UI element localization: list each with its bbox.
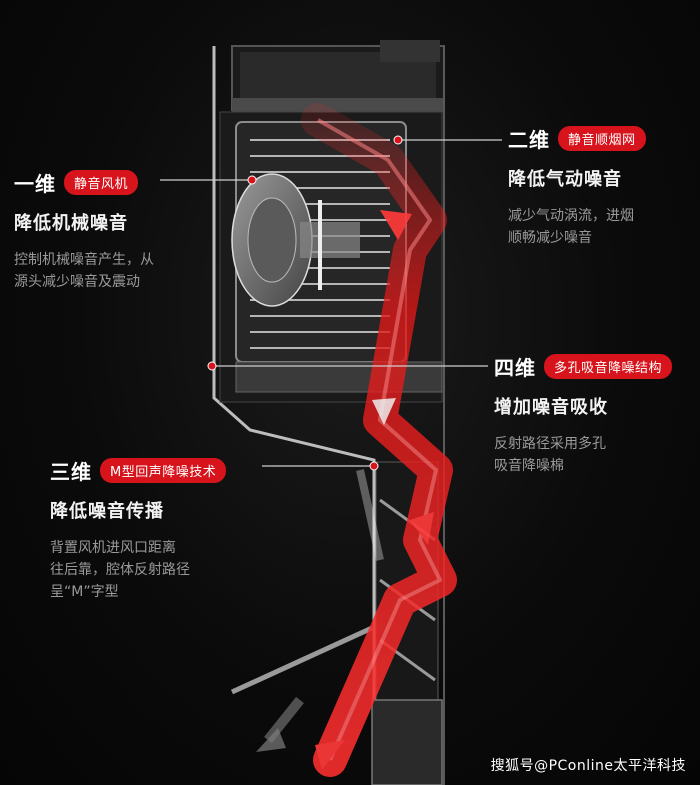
description-line: 背置风机进风口距离 bbox=[50, 540, 176, 556]
description-line: 控制机械噪音产生，从 bbox=[14, 252, 154, 268]
description-line: 减少气动涡流，进烟 bbox=[508, 208, 634, 224]
description-line: 顺畅减少噪音 bbox=[508, 230, 592, 246]
description-line: 往后靠，腔体反射路径 bbox=[50, 562, 190, 578]
callout-description: 控制机械噪音产生，从 源头减少噪音及震动 bbox=[14, 249, 154, 293]
callout-title: 增加噪音吸收 bbox=[494, 397, 608, 418]
top-housing bbox=[231, 40, 445, 112]
blower-fan bbox=[231, 121, 443, 393]
callout-title: 降低气动噪音 bbox=[508, 169, 622, 190]
leader-lines bbox=[160, 135, 502, 471]
description-line: 反射路径采用多孔 bbox=[494, 436, 606, 452]
dimension-label: 四维 bbox=[494, 356, 536, 380]
dimension-label: 一维 bbox=[14, 172, 56, 196]
callout-dimension-4: 四维 多孔吸音降噪结构 增加噪音吸收 反射路径采用多孔 吸音降噪棉 bbox=[494, 352, 673, 477]
feature-badge: 静音顺烟网 bbox=[558, 126, 646, 151]
callout-dimension-1: 一维 静音风机 降低机械噪音 控制机械噪音产生，从 源头减少噪音及震动 bbox=[14, 168, 154, 293]
callout-dimension-2: 二维 静音顺烟网 降低气动噪音 减少气动涡流，进烟 顺畅减少噪音 bbox=[508, 124, 646, 249]
dimension-label: 二维 bbox=[508, 128, 550, 152]
feature-badge: 多孔吸音降噪结构 bbox=[544, 354, 673, 379]
feature-badge: M型回声降噪技术 bbox=[100, 458, 227, 483]
callout-title: 降低噪音传播 bbox=[50, 501, 164, 522]
description-line: 吸音降噪棉 bbox=[494, 458, 564, 474]
callout-description: 反射路径采用多孔 吸音降噪棉 bbox=[494, 433, 672, 477]
description-line: 呈“M”字型 bbox=[50, 584, 119, 600]
m-airflow-path bbox=[256, 103, 457, 777]
description-line: 源头减少噪音及震动 bbox=[14, 274, 140, 290]
feature-badge: 静音风机 bbox=[64, 170, 139, 195]
source-watermark: 搜狐号@PConline太平洋科技 bbox=[490, 758, 686, 774]
callout-description: 背置风机进风口距离 往后靠，腔体反射路径 呈“M”字型 bbox=[50, 537, 226, 603]
callout-dimension-3: 三维 M型回声降噪技术 降低噪音传播 背置风机进风口距离 往后靠，腔体反射路径 … bbox=[50, 456, 227, 603]
callout-title: 降低机械噪音 bbox=[14, 213, 128, 234]
dimension-label: 三维 bbox=[50, 460, 92, 484]
callout-description: 减少气动涡流，进烟 顺畅减少噪音 bbox=[508, 205, 646, 249]
